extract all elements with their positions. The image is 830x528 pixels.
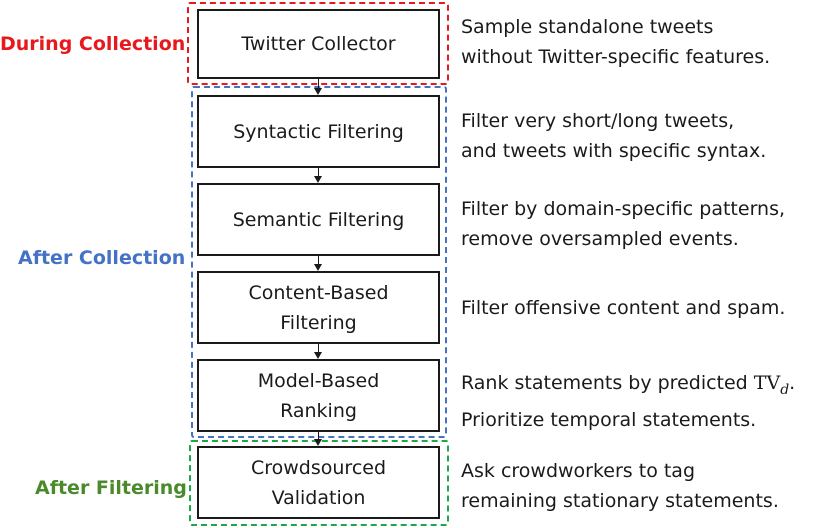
step-box-semantic-filtering: Semantic Filtering [197,183,440,256]
math-trail: . [789,372,796,394]
step-description-crowdsourced-validation: Ask crowdworkers to tag remaining statio… [461,456,779,516]
step-box-syntactic-filtering: Syntactic Filtering [197,95,440,168]
description-line: Sample standalone tweets [461,16,714,38]
stage-label-during-collection: During Collection [0,33,186,55]
stage-label-after-filtering: After Filtering [35,477,187,499]
description-line: Filter by domain-specific patterns, [461,198,786,220]
description-line-with-math: Rank statements by predicted TVd. [461,368,795,405]
step-description-content-based-filtering: Filter offensive content and spam. [461,293,785,323]
tv-d-math: TVd [753,372,789,398]
step-label: Content-Based Filtering [248,281,389,334]
step-label: Model-Based Ranking [257,369,380,422]
stage-label-after-collection: After Collection [18,247,186,269]
step-description-twitter-collector: Sample standalone tweets without Twitter… [461,12,770,72]
step-box-crowdsourced-validation: Crowdsourced Validation [197,446,440,519]
group-box-after-collection [191,86,447,438]
step-label: Crowdsourced Validation [250,456,387,509]
math-base: TV [753,372,781,394]
arrow-down-icon [314,168,322,183]
description-line: Prioritize temporal statements. [461,408,757,431]
description-line: Filter offensive content and spam. [461,297,786,319]
description-line: remove oversampled events. [461,228,739,250]
step-box-model-based-ranking: Model-Based Ranking [197,359,440,432]
arrow-down-icon [314,344,322,359]
description-text: Rank statements by predicted [461,372,748,394]
step-label: Semantic Filtering [232,208,405,231]
description-line: and tweets with specific syntax. [461,140,767,162]
step-label: Syntactic Filtering [233,120,404,143]
step-box-content-based-filtering: Content-Based Filtering [197,271,440,344]
description-line: Ask crowdworkers to tag [461,460,696,482]
step-description-syntactic-filtering: Filter very short/long tweets, and tweet… [461,106,766,166]
step-box-twitter-collector: Twitter Collector [197,9,440,79]
step-description-semantic-filtering: Filter by domain-specific patterns, remo… [461,194,785,254]
step-description-model-based-ranking: Rank statements by predicted TVd. Priori… [461,368,795,435]
math-subscript: d [780,381,790,398]
step-label: Twitter Collector [241,33,396,55]
description-line: remaining stationary statements. [461,490,779,512]
arrow-down-icon [314,256,322,271]
arrow-down-icon [314,79,322,95]
description-line: without Twitter-specific features. [461,46,771,68]
description-line: Filter very short/long tweets, [461,110,735,132]
arrow-down-icon [314,432,322,446]
